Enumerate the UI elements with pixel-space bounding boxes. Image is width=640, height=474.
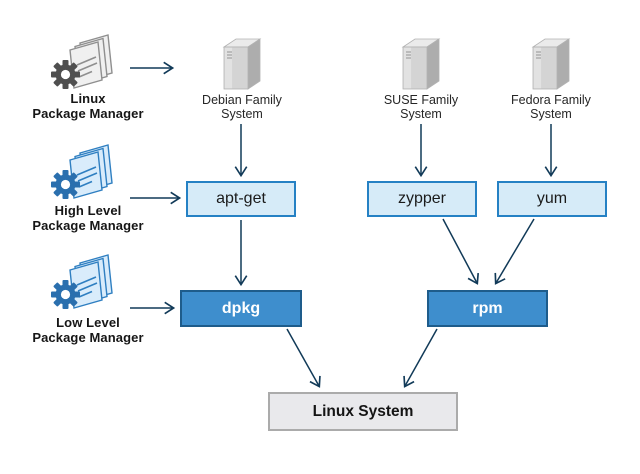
package-files-gear-icon [50,254,126,316]
arrow-yum-to-rpm [494,218,535,285]
arrow-rpm-to-linux [403,328,438,388]
package-files-gear-icon [50,34,126,96]
node-dpkg: dpkg [180,290,302,327]
arrow-zypper-to-rpm [442,218,480,285]
label-fedora-family-system: Fedora Family System [481,93,621,121]
label-line: System [400,107,442,121]
node-yum: yum [497,181,607,217]
label-line: System [530,107,572,121]
node-linux-system: Linux System [268,392,458,431]
server-tower-icon [528,34,574,92]
label-line: Debian Family [202,93,282,107]
label-high-level-package-manager: High Level Package Manager [10,203,166,233]
node-rpm: rpm [427,290,548,327]
label-line: High Level [54,203,122,218]
server-tower-icon [219,34,265,92]
server-tower-icon [398,34,444,92]
label-line: System [221,107,263,121]
label-debian-family-system: Debian Family System [172,93,312,121]
node-zypper: zypper [367,181,477,217]
package-files-gear-icon [50,144,126,206]
label-line: Low Level [56,315,120,330]
label-line: Package Manager [32,329,144,345]
label-line: Package Manager [32,105,144,121]
arrow-dpkg-to-linux [286,328,321,388]
label-line: Linux [70,91,106,106]
label-line: Package Manager [32,217,144,233]
label-low-level-package-manager: Low Level Package Manager [10,315,166,345]
node-apt-get: apt-get [186,181,296,217]
label-linux-package-manager: Linux Package Manager [10,91,166,121]
label-suse-family-system: SUSE Family System [351,93,491,121]
label-line: SUSE Family [383,93,459,107]
label-line: Fedora Family [511,93,591,107]
